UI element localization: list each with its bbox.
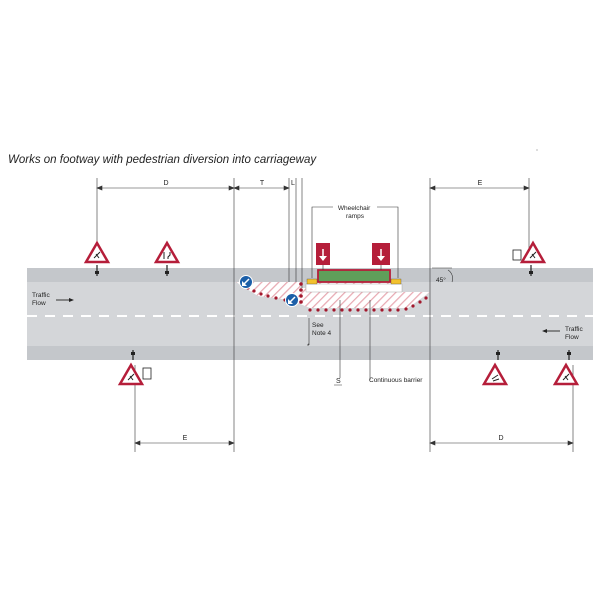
dim-top-left: D	[163, 180, 168, 187]
dim-top-right: E	[478, 180, 483, 187]
roadworks-sign-icon	[83, 240, 111, 276]
diagram-title: Works on footway with pedestrian diversi…	[8, 154, 317, 166]
angle-label: 45°	[436, 276, 446, 284]
s-label: S	[336, 378, 341, 385]
top-dimensions	[96, 185, 530, 191]
keep-left-sign-icon	[239, 275, 253, 289]
keep-left-sign-icon	[285, 293, 299, 307]
pedestrian-arrow-sign-icon	[316, 243, 330, 270]
south-footway	[27, 346, 593, 360]
traffic-cones	[240, 282, 428, 312]
pedestrian-walkway	[305, 283, 403, 293]
road-narrows-sign-icon	[481, 350, 509, 386]
wheelchair-ramp-left	[306, 278, 318, 285]
see-note-star-icon: *	[307, 344, 310, 350]
angle-arc	[447, 269, 453, 283]
road-narrows-sign-icon	[153, 240, 181, 276]
continuous-barrier-label: Continuous barrier	[369, 377, 423, 384]
dim-top-small: L	[291, 180, 295, 187]
dim-top-mid: T	[260, 180, 265, 187]
arrow-right-icon	[56, 298, 74, 302]
roadworks-sign-icon	[117, 350, 152, 386]
wheelchair-ramp-right	[390, 278, 402, 285]
stray-dot	[536, 149, 538, 151]
wheelchair-ramps-label: Wheelchair ramps	[338, 205, 372, 220]
see-note-label: See Note 4	[312, 322, 332, 337]
roadworks-sign-icon	[552, 350, 580, 386]
roadworks-sign-icon	[512, 240, 547, 276]
wheelchair-ramps-text: Wheelchair	[338, 205, 371, 212]
wheelchair-ramps-leaders	[311, 206, 399, 278]
dim-bottom-right: D	[498, 435, 503, 442]
dim-bottom-left: E	[183, 435, 188, 442]
traffic-flow-left-label: Traffic Flow	[32, 292, 52, 307]
pedestrian-arrow-sign-icon	[372, 243, 390, 270]
bottom-dimensions	[134, 440, 574, 446]
arrow-left-icon	[542, 329, 560, 333]
continuous-barrier-panel	[317, 269, 391, 283]
traffic-flow-right-label: Traffic Flow	[565, 326, 585, 341]
